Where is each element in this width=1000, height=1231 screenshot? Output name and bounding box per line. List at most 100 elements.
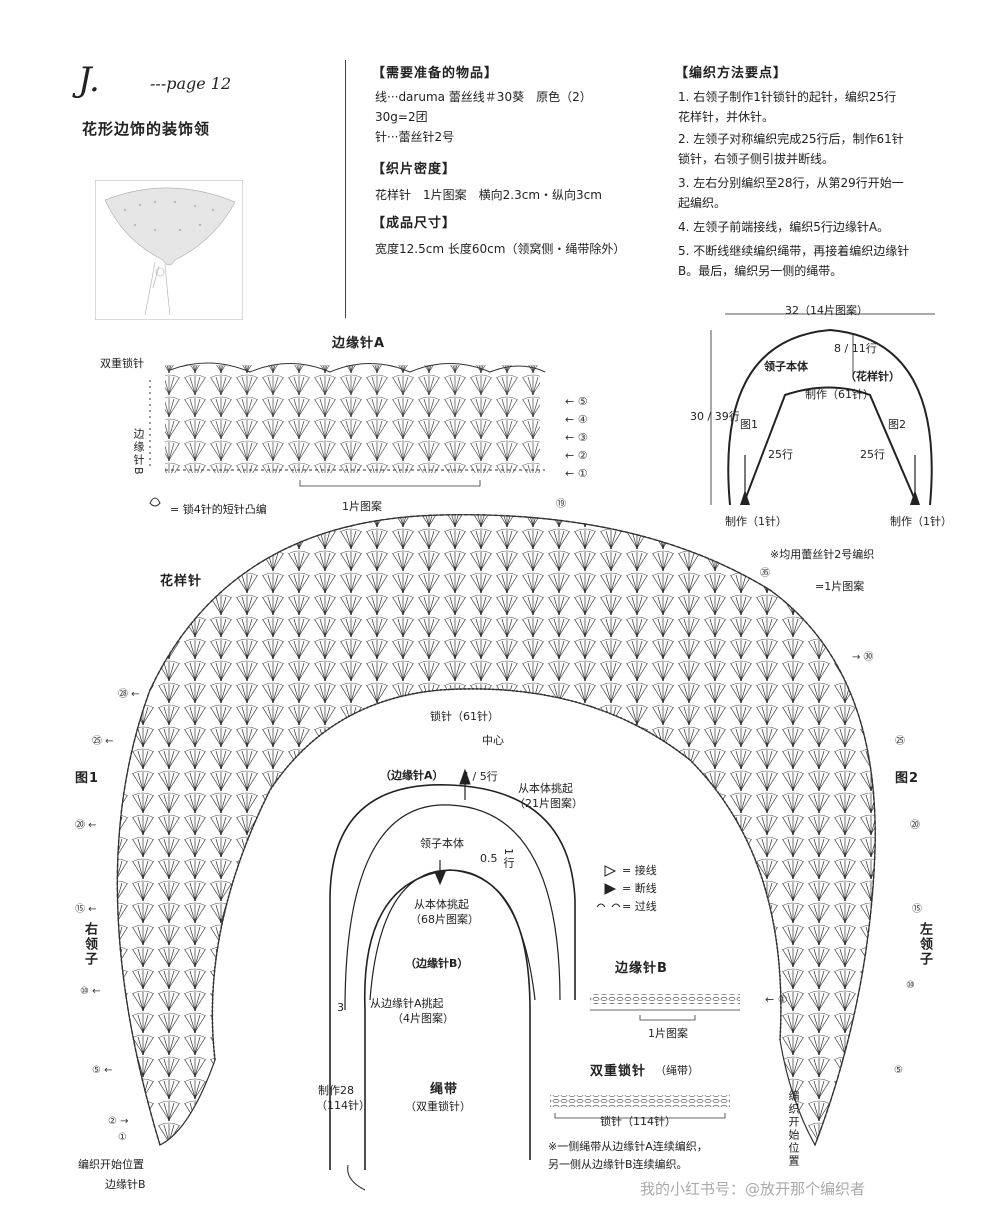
pattern-title: 花形边饰的装饰领 <box>82 120 211 138</box>
legend-cut: = 断线 <box>622 882 657 895</box>
svg-text:← ①: ← ① <box>765 993 788 1006</box>
repeat-label: 1片图案 <box>342 500 382 513</box>
schematic-note: ※均用蕾丝针2号编织 <box>770 547 874 561</box>
inner-pickup-body-count: （21片图案） <box>514 797 583 810</box>
center-label: 中心 <box>482 734 504 747</box>
method-line: 3. 左右分别编织至28行，从第29行开始一 <box>678 176 904 190</box>
materials-line: 针···蕾丝针2号 <box>375 130 455 144</box>
method-line: B。最后，编织另一侧的绳带。 <box>678 264 843 278</box>
inner-make28: 制作28 <box>318 1084 354 1097</box>
edging-a-chart: ← ⑤ ← ④ ← ③ ← ② ← ① <box>149 362 588 507</box>
svg-text:← ④: ← ④ <box>565 413 588 426</box>
method-line: 5. 不断线继续编织绳带，再接着编织边缘针 <box>678 244 910 258</box>
materials-line: 30g=2团 <box>375 110 428 124</box>
cord-note-line2: 另一侧从边缘针B连续编织。 <box>548 1158 688 1171</box>
fig2-label: 图2 <box>895 771 920 786</box>
svg-text:← ⑤: ← ⑤ <box>565 395 588 408</box>
svg-text:㉕: ㉕ <box>895 735 905 747</box>
svg-text:⑤ ←: ⑤ ← <box>92 1065 113 1076</box>
schematic-side: 30 / 39行 <box>690 410 740 423</box>
materials-heading: 【需要准备的物品】 <box>372 66 499 81</box>
schematic-make-right: 制作（1针） <box>890 514 952 528</box>
size-text: 宽度12.5cm 长度60cm（领窝侧・绳带除外） <box>375 242 626 256</box>
cord-title: 双重锁针 <box>590 1064 647 1079</box>
edge-b-bottom: 边缘针B <box>105 1178 146 1191</box>
method-heading: 【编织方法要点】 <box>675 66 788 81</box>
page-number: ---page 12 <box>150 74 232 93</box>
method-line: 锁针，右领子侧引拔并断线。 <box>678 152 835 166</box>
svg-text:㉕ ←: ㉕ ← <box>92 735 114 747</box>
inner-make28-count: （114针） <box>316 1099 370 1112</box>
svg-text:⑮ ←: ⑮ ← <box>75 903 97 915</box>
schematic-rows-right: 25行 <box>860 448 885 461</box>
legend-pass: = 过线 <box>622 900 657 913</box>
method-line: 2. 左领子对称编织完成25行后，制作61针 <box>678 132 904 146</box>
svg-text:①: ① <box>118 1132 127 1143</box>
left-collar-label: 左领子 <box>917 922 932 967</box>
line-legend <box>596 865 621 908</box>
inner-half: 0.5 <box>480 852 498 865</box>
svg-text:⑲: ⑲ <box>556 498 566 510</box>
inner-pickup-a: 从边缘针A挑起 <box>370 997 444 1010</box>
chain61-label: 锁针（61针） <box>430 710 499 723</box>
inner-cord: 绳带 <box>430 1082 459 1097</box>
schematic-width: 32（14片图案） <box>785 303 868 317</box>
schematic-rows-top: 8 / 11行 <box>834 342 877 355</box>
start-position-left: 编织开始位置 <box>78 1158 144 1171</box>
svg-text:⑩: ⑩ <box>906 980 915 991</box>
watermark: 我的小红书号：@放开那个编织者 <box>640 1180 866 1198</box>
row-markers: ⑲ ㉟ → ㉚ ㉘ ← ㉕ ← ㉕ ⑳ ← ⑳ ⑮ ← ⑮ ⑩ ← ⑩ ⑤ ← … <box>75 498 922 1143</box>
pattern-letter: J. <box>78 60 100 100</box>
fig1-label: 图1 <box>75 771 100 786</box>
picot-legend: = 锁4针的短针凸编 <box>170 503 267 516</box>
main-collar-chart <box>116 514 876 1147</box>
method-line: 1. 右领子制作1针锁针的起针，编织25行 <box>678 90 897 104</box>
inner-one-row: 1行 <box>502 848 515 870</box>
gauge-heading: 【织片密度】 <box>372 162 457 177</box>
inner-pickup-a-count: （4片图案） <box>392 1012 454 1025</box>
svg-text:㉟: ㉟ <box>760 567 770 579</box>
method-line: 起编织。 <box>678 196 727 210</box>
method-line: 花样针，并休针。 <box>678 110 775 124</box>
legend-join: = 接线 <box>622 864 657 877</box>
svg-text:㉘ ←: ㉘ ← <box>118 688 140 700</box>
inner-pickup-body: 从本体挑起 <box>518 782 573 795</box>
edging-b-chart: ← ① <box>590 993 788 1021</box>
cord-count: 锁针（114针） <box>600 1115 676 1128</box>
edging-b-title: 边缘针B <box>615 961 668 976</box>
inner-edging-a: （边缘针A） <box>380 769 444 782</box>
inner-body: 领子本体 <box>420 837 464 850</box>
svg-text:← ③: ← ③ <box>565 431 588 444</box>
size-heading: 【成品尺寸】 <box>372 216 457 231</box>
gauge-text: 花样针 1片图案 横向2.3cm・纵向3cm <box>375 188 602 202</box>
divider <box>345 60 346 318</box>
edging-b-repeat: 1片图案 <box>648 1027 688 1040</box>
svg-text:⑤: ⑤ <box>894 1065 903 1076</box>
schematic-rows-left: 25行 <box>768 448 793 461</box>
svg-text:← ①: ← ① <box>565 467 588 480</box>
schematic-fig1: 图1 <box>740 418 758 431</box>
svg-text:⑮: ⑮ <box>912 903 922 915</box>
pattern-label: 花样针 <box>160 574 203 589</box>
schematic-pattern: （花样针） <box>845 369 900 383</box>
schematic-repeat-legend: =1片图案 <box>815 579 864 593</box>
svg-text:② →: ② → <box>108 1116 129 1127</box>
collar-schematic <box>710 313 935 506</box>
collar-photo <box>94 179 244 321</box>
inner-edging-b: （边缘针B） <box>405 957 469 970</box>
svg-text:⑳ ←: ⑳ ← <box>75 819 97 831</box>
inner-three: 3 <box>337 1001 344 1014</box>
cord-sub: （绳带） <box>655 1064 699 1077</box>
schematic-body: 领子本体 <box>763 359 809 373</box>
start-position-right: 编织开始位置 <box>787 1090 800 1168</box>
svg-text:⑩ ←: ⑩ ← <box>80 986 101 997</box>
svg-text:→ ㉚: → ㉚ <box>852 651 874 663</box>
schematic-make-left: 制作（1针） <box>725 514 787 528</box>
inner-schematic <box>329 768 576 1191</box>
right-collar-label: 右领子 <box>82 922 97 967</box>
cord-chart <box>550 1095 730 1119</box>
inner-pickup68-count: （68片图案） <box>410 913 479 926</box>
inner-pickup68: 从本体挑起 <box>414 898 469 911</box>
schematic-fig2: 图2 <box>888 418 906 431</box>
